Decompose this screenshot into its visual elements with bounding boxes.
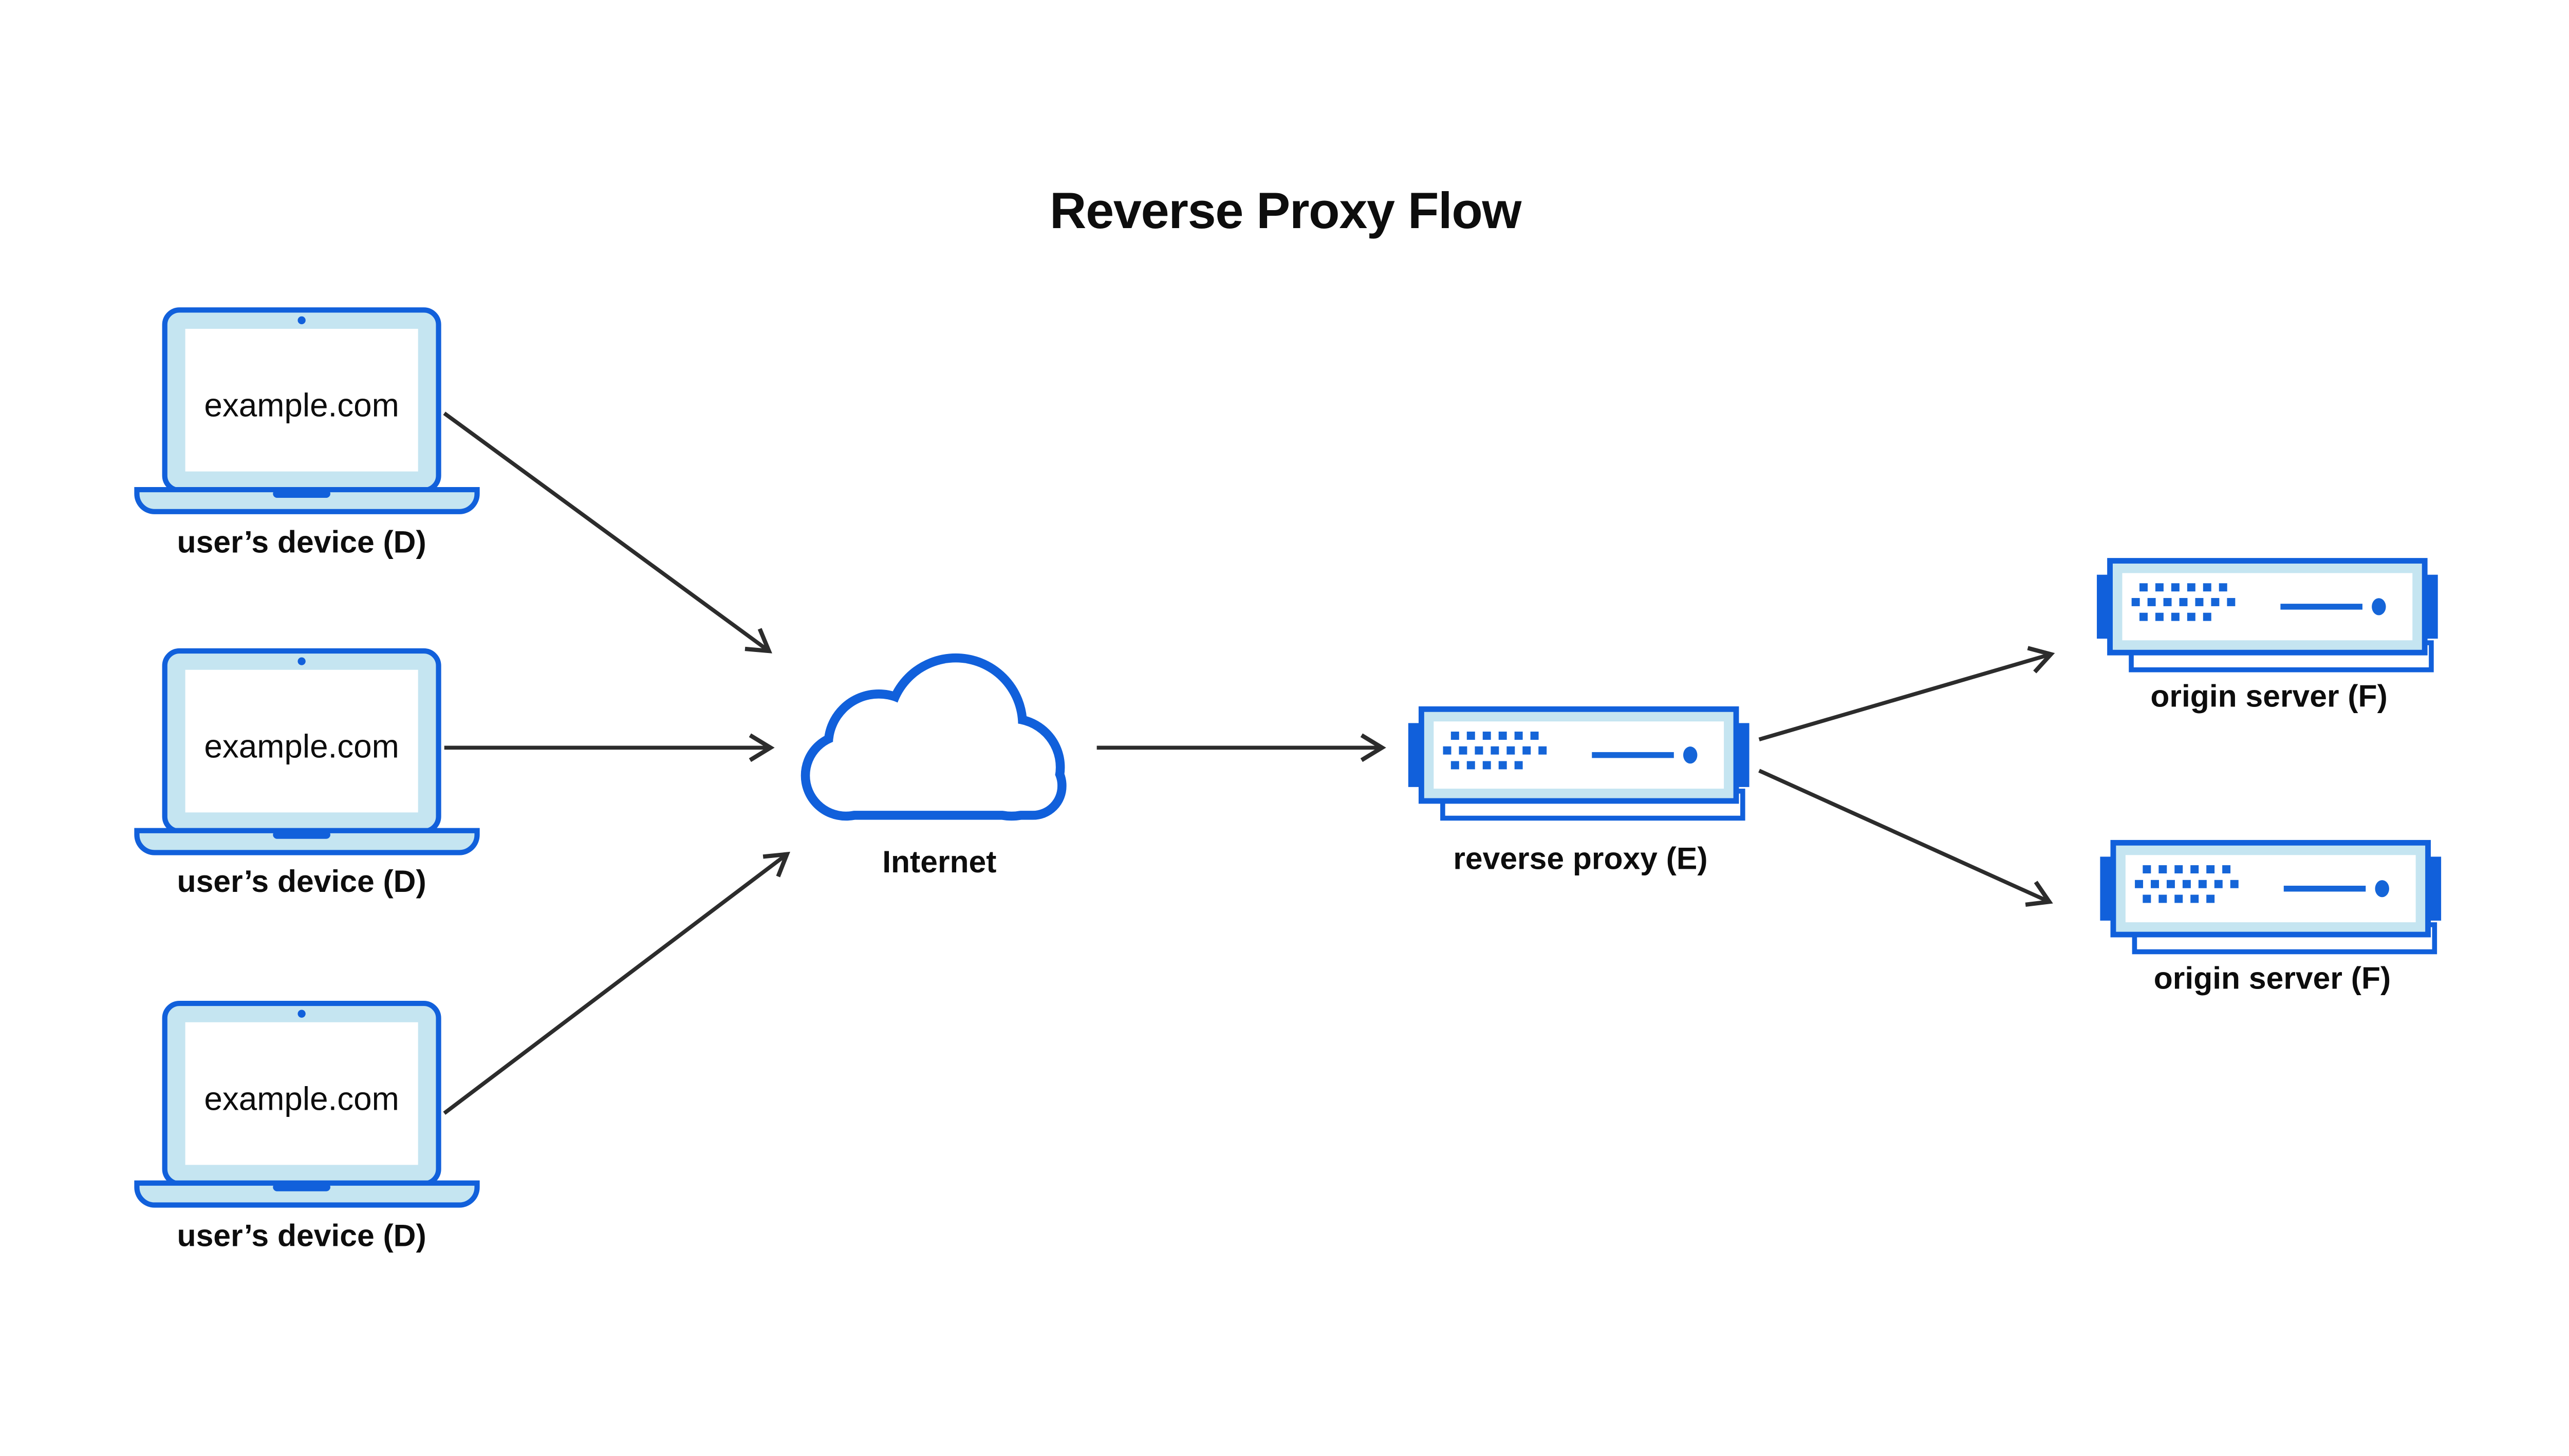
origin-server-2-node: origin server (F) xyxy=(2100,843,2441,995)
rack-server-icon xyxy=(2097,561,2438,670)
arrow-proxy-to-origin2 xyxy=(1758,769,2053,907)
origin-server-1-label: origin server (F) xyxy=(2150,679,2387,714)
internet-node: Internet xyxy=(801,653,1067,879)
origin-server-2-label: origin server (F) xyxy=(2154,960,2391,995)
cloud-icon xyxy=(801,653,1067,821)
arrow-device1-to-internet xyxy=(443,412,772,654)
arrow-device3-to-internet xyxy=(443,851,790,1115)
user-device-3: example.com user’s device (D) xyxy=(137,1003,477,1253)
internet-label: Internet xyxy=(882,844,996,879)
origin-server-1-node: origin server (F) xyxy=(2097,561,2438,714)
user-device-1: example.com user’s device (D) xyxy=(137,310,477,559)
diagram-title: Reverse Proxy Flow xyxy=(1050,182,1522,239)
reverse-proxy-label: reverse proxy (E) xyxy=(1453,841,1707,875)
device-caption: user’s device (D) xyxy=(177,1218,426,1253)
device-screen-label: example.com xyxy=(204,1080,399,1117)
user-device-2: example.com user’s device (D) xyxy=(137,651,477,899)
device-screen-label: example.com xyxy=(204,727,399,764)
rack-server-icon xyxy=(2100,843,2441,951)
device-screen-label: example.com xyxy=(204,387,399,424)
device-caption: user’s device (D) xyxy=(177,525,426,559)
reverse-proxy-node: reverse proxy (E) xyxy=(1408,709,1749,875)
rack-server-icon xyxy=(1408,709,1749,818)
arrow-proxy-to-origin1 xyxy=(1758,646,2055,742)
device-caption: user’s device (D) xyxy=(177,864,426,899)
